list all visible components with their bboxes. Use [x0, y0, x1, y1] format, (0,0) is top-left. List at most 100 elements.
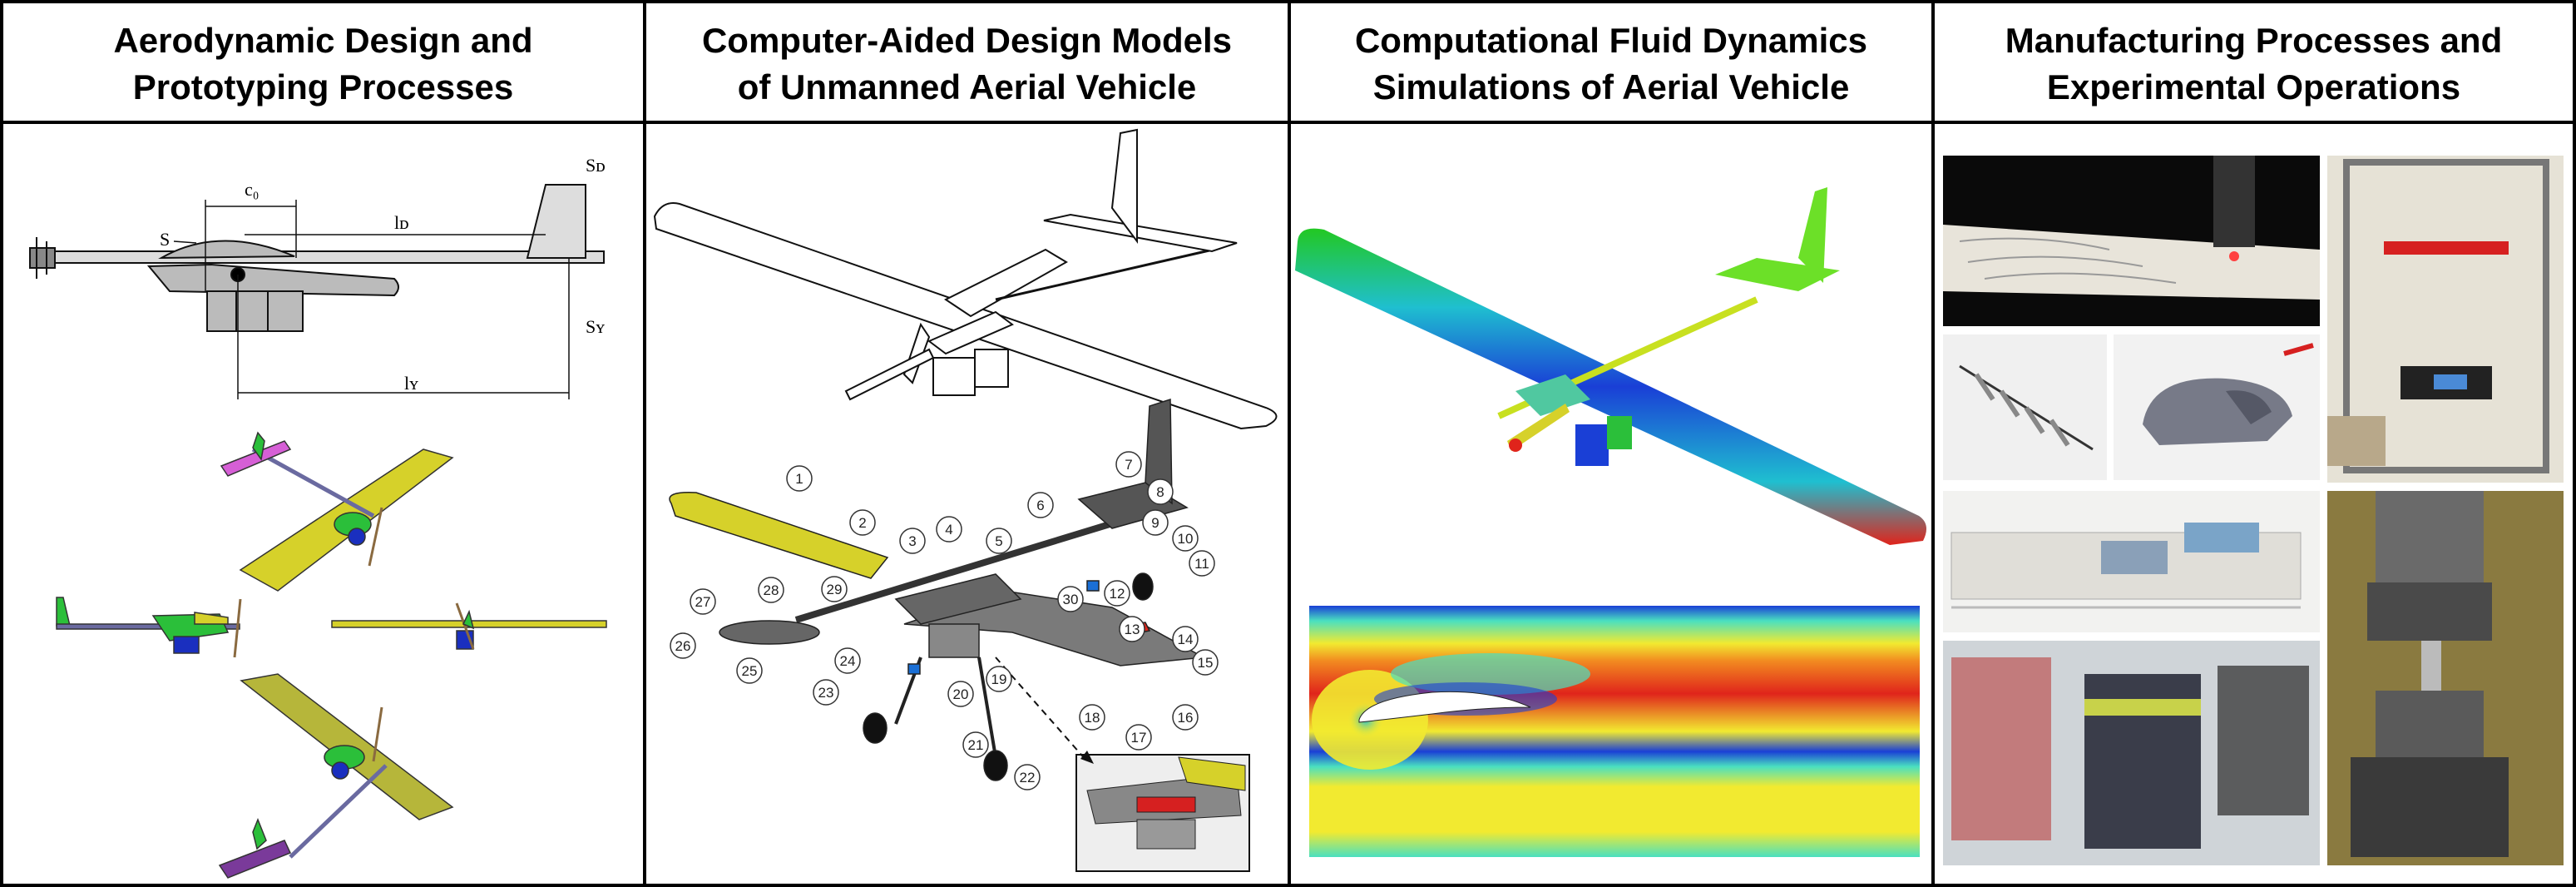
- photo-wind-tunnel: [1943, 491, 2320, 632]
- column-divider-1: [643, 0, 646, 887]
- callout-circle-21: [962, 731, 989, 758]
- callout-number-9: 9: [1151, 515, 1159, 531]
- panel-cfd-simulations: [1291, 125, 1931, 882]
- callout-number-12: 12: [1110, 586, 1125, 602]
- manufacturing-photos: [1943, 156, 2564, 865]
- inset-arrowhead: [1080, 751, 1094, 764]
- callout-circle-29: [821, 576, 848, 602]
- uav-front-model: [331, 602, 607, 650]
- panel-aerodynamic-design: c₀ lᴅ lʏ S Sᴅ Sʏ: [3, 125, 643, 882]
- callout-circle-30: [1057, 586, 1084, 612]
- fin-area-label: Sʏ: [586, 316, 605, 337]
- vertical-arm-label: lʏ: [404, 373, 418, 394]
- callout-number-30: 30: [1063, 592, 1079, 607]
- callout-number-25: 25: [742, 663, 758, 679]
- callout-circle-26: [670, 632, 696, 659]
- callout-circle-8: [1147, 478, 1174, 505]
- callout-circle-6: [1027, 492, 1054, 518]
- callout-circle-1: [786, 465, 813, 492]
- cfd-airfoil-flow-field: [1309, 606, 1920, 857]
- callout-number-2: 2: [858, 515, 866, 531]
- uav-iso-model-top: [220, 431, 454, 592]
- callout-circle-12: [1104, 580, 1130, 607]
- callout-number-23: 23: [818, 685, 834, 701]
- chord-label: c₀: [245, 179, 259, 200]
- panel-title-cfd: Computational Fluid Dynamics Simulations…: [1354, 21, 1868, 107]
- photo-wing-ribs: [1943, 334, 2107, 480]
- callout-number-22: 22: [1020, 770, 1036, 785]
- callout-number-4: 4: [945, 522, 952, 538]
- callout-number-29: 29: [827, 582, 843, 597]
- callout-number-5: 5: [995, 533, 1002, 549]
- panel-manufacturing: [1935, 125, 2573, 882]
- callout-circle-5: [986, 528, 1012, 554]
- uav-line-drawing: [653, 128, 1278, 430]
- callout-circle-17: [1125, 724, 1152, 751]
- callout-circle-27: [690, 588, 716, 615]
- tail-arm-label: lᴅ: [394, 212, 409, 233]
- callout-circle-23: [813, 679, 839, 706]
- callout-circle-20: [947, 681, 974, 707]
- column-divider-3: [1931, 0, 1935, 887]
- callout-number-8: 8: [1156, 484, 1164, 500]
- callout-circle-4: [936, 516, 962, 543]
- callout-number-7: 7: [1125, 457, 1132, 473]
- panel-header-aerodynamic: Aerodynamic Design and Prototyping Proce…: [3, 10, 643, 118]
- cfd-images: [1295, 187, 1926, 857]
- panel-header-cfd: Computational Fluid Dynamics Simulations…: [1291, 10, 1931, 118]
- panel-header-cad: Computer-Aided Design Models of Unmanned…: [646, 10, 1288, 118]
- uav-iso-model-bottom: [218, 673, 454, 879]
- callout-number-6: 6: [1036, 498, 1044, 513]
- panel-title-aerodynamic: Aerodynamic Design and Prototyping Proce…: [113, 21, 533, 107]
- callout-number-16: 16: [1178, 710, 1194, 726]
- callout-circle-16: [1172, 704, 1199, 731]
- cad-inset-detail: [1075, 754, 1250, 872]
- callout-number-17: 17: [1131, 730, 1147, 746]
- panel-title-manufacturing: Manufacturing Processes and Experimental…: [2005, 21, 2503, 107]
- callout-number-27: 27: [695, 594, 711, 610]
- callout-number-15: 15: [1198, 655, 1214, 671]
- callout-number-24: 24: [840, 653, 856, 669]
- callout-number-18: 18: [1085, 710, 1100, 726]
- callout-circle-11: [1189, 550, 1215, 577]
- callout-circle-2: [849, 509, 876, 536]
- callout-number-11: 11: [1194, 556, 1209, 572]
- callout-number-28: 28: [764, 582, 779, 598]
- callout-number-14: 14: [1178, 632, 1194, 647]
- photo-laser-cutting: [1943, 156, 2320, 326]
- callout-number-13: 13: [1125, 622, 1140, 637]
- callout-number-20: 20: [953, 686, 969, 702]
- callout-circle-28: [758, 577, 784, 603]
- uav-exploded-cad-model: [669, 398, 1206, 781]
- panel-title-cad: Computer-Aided Design Models of Unmanned…: [701, 21, 1233, 107]
- callout-circle-14: [1172, 626, 1199, 652]
- callout-circle-9: [1142, 509, 1169, 536]
- callout-circle-7: [1115, 451, 1142, 478]
- wing-area-label: S: [160, 229, 170, 250]
- cfd-pressure-aircraft: [1295, 187, 1926, 545]
- panel-header-manufacturing: Manufacturing Processes and Experimental…: [1935, 10, 2573, 118]
- callout-circle-22: [1014, 764, 1041, 790]
- callout-circle-19: [986, 666, 1012, 692]
- photo-printed-part: [2114, 334, 2320, 480]
- callout-number-1: 1: [795, 471, 803, 487]
- callout-number-10: 10: [1178, 531, 1194, 547]
- callout-circle-13: [1119, 616, 1145, 642]
- callout-circle-25: [736, 657, 763, 684]
- uav-side-model: [56, 597, 242, 658]
- uav-side-view-drawing: [29, 184, 605, 399]
- callout-circle-15: [1192, 649, 1219, 676]
- callout-circle-24: [834, 647, 861, 674]
- callout-circle-10: [1172, 525, 1199, 552]
- callout-number-26: 26: [675, 638, 691, 654]
- photo-3d-printer: [2327, 156, 2564, 483]
- photo-tensile-tester: [2327, 491, 2564, 865]
- callout-circle-3: [899, 528, 926, 554]
- column-divider-2: [1288, 0, 1291, 887]
- callout-number-21: 21: [968, 737, 984, 753]
- callout-number-3: 3: [908, 533, 916, 549]
- photo-test-section: [1943, 641, 2320, 865]
- cad-drawings: 1234567891011121314151617181920212223242…: [653, 128, 1278, 872]
